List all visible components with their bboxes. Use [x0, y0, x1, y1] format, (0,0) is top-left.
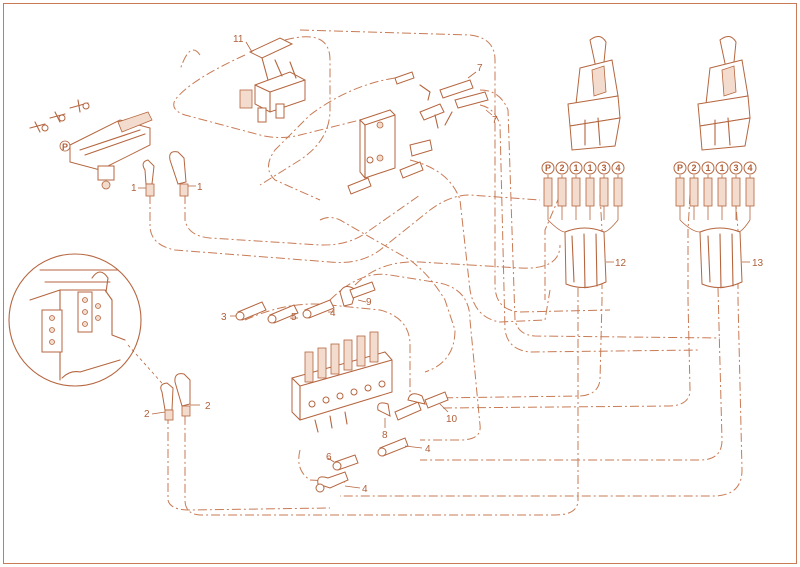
pedal-pressure-port-label: P: [62, 142, 68, 152]
port-right-4: 4: [747, 163, 752, 173]
callout-8: 8: [382, 430, 388, 441]
protective-sleeve-12: 12: [564, 227, 627, 289]
callout-1a: 1: [131, 183, 137, 194]
port-left-1a: 1: [573, 163, 578, 173]
port-right-3: 3: [733, 163, 738, 173]
elbow-fittings-1: 1 1: [131, 151, 203, 197]
callout-4c: 4: [362, 484, 368, 495]
plate-bolt-holes: [49, 297, 101, 345]
callout-3: 3: [221, 312, 227, 323]
hose-fittings-7: 7 7: [394, 63, 498, 179]
hose-fittings-lower: 8 10 4 6 4: [315, 391, 458, 495]
hose-fittings-upper-row: 3 5 4 9: [221, 281, 376, 324]
valve-port-bolts: [308, 380, 386, 408]
callout-2b: 2: [205, 401, 211, 412]
elbow-fittings-2: 2 2: [144, 373, 211, 421]
callout-2a: 2: [144, 409, 150, 420]
joystick-right-port-labels: P 2 1 1 3 4: [673, 161, 757, 175]
callout-6: 6: [326, 452, 332, 463]
drawing-frame: [3, 3, 797, 564]
callout-10: 10: [446, 414, 458, 425]
port-left-p: P: [545, 163, 551, 173]
valve-spools: [304, 331, 379, 383]
joystick-left-port-labels: P 2 1 1 3 4: [541, 161, 625, 175]
protective-sleeve-13: 13: [699, 227, 764, 289]
port-left-2: 2: [559, 163, 564, 173]
callout-1b: 1: [197, 182, 203, 193]
callout-12: 12: [615, 258, 627, 269]
callout-13: 13: [752, 258, 764, 269]
joystick-right: P 2 1 1 3 4: [673, 36, 757, 233]
port-left-3: 3: [601, 163, 606, 173]
distribution-block: [359, 109, 396, 179]
joystick-left: P 2 1 1 3 4: [541, 36, 625, 233]
callout-5: 5: [291, 312, 297, 323]
valve-cluster-11: 11: [233, 34, 306, 123]
foot-pedal-valve: P: [29, 99, 153, 190]
joystick-right-port-fittings: [675, 175, 755, 220]
port-left-4: 4: [615, 163, 620, 173]
port-right-p: P: [677, 163, 683, 173]
hose-end-fitting-upper: [347, 177, 372, 195]
port-right-1a: 1: [705, 163, 710, 173]
port-right-1b: 1: [719, 163, 724, 173]
port-right-2: 2: [691, 163, 696, 173]
callout-11: 11: [233, 34, 244, 45]
callout-7a: 7: [477, 63, 483, 74]
hose-routes: [149, 29, 743, 516]
callout-9: 9: [366, 297, 372, 308]
port-left-1b: 1: [587, 163, 592, 173]
mounting-plate-detail: [8, 253, 169, 391]
callout-7b: 7: [492, 115, 498, 126]
main-control-valve-bank: [291, 331, 393, 433]
pedal-fittings: [29, 99, 90, 133]
callout-4b: 4: [425, 444, 431, 455]
joystick-left-port-fittings: [543, 175, 623, 220]
callout-4a: 4: [330, 308, 336, 319]
